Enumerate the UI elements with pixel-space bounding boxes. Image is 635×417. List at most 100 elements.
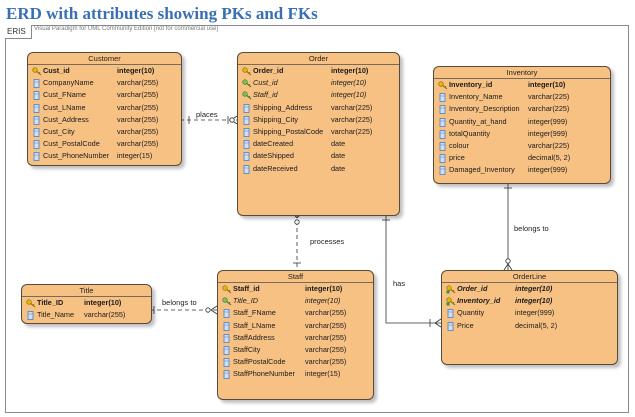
column-icon xyxy=(438,166,448,176)
column-icon xyxy=(242,115,252,125)
attribute-name: dateShipped xyxy=(253,151,294,161)
column-icon xyxy=(32,91,42,101)
column-icon xyxy=(222,309,232,319)
belongs-to-title-label: belongs to xyxy=(162,298,197,307)
attribute-type: date xyxy=(331,151,346,161)
attribute-name: Cust_Address xyxy=(43,114,89,124)
attribute-row[interactable]: CompanyName varchar(255) xyxy=(28,77,181,89)
attribute-row[interactable]: dateReceived date xyxy=(238,163,399,175)
attribute-name: Title_Name xyxy=(37,310,75,320)
attribute-type: integer(10) xyxy=(305,284,343,293)
attribute-name: Cust_PostalCode xyxy=(43,139,100,149)
column-icon xyxy=(222,346,232,355)
attribute-name: Staff_LName xyxy=(233,320,276,330)
column-icon xyxy=(26,311,36,321)
attribute-type: varchar(225) xyxy=(331,102,373,112)
attribute-row[interactable]: Inventory_id integer(10) xyxy=(434,79,610,91)
attribute-row[interactable]: StaffPostalCode varchar(255) xyxy=(218,356,373,368)
column-icon xyxy=(32,128,42,137)
attribute-type: varchar(255) xyxy=(305,357,347,367)
attribute-name: StaffCity xyxy=(233,344,261,354)
attribute-type: varchar(225) xyxy=(528,140,570,150)
attribute-name: Inventory_id xyxy=(449,80,493,89)
attribute-name: Cust_FName xyxy=(43,90,86,100)
column-icon xyxy=(32,103,42,113)
attribute-row[interactable]: Staff_id integer(10) xyxy=(218,283,373,295)
primary-key-icon xyxy=(32,67,42,76)
attribute-name: Staff_id xyxy=(233,284,260,293)
entity-header-inventory: Inventory xyxy=(434,67,610,79)
attribute-name: Damaged_Inventory xyxy=(449,165,515,175)
attribute-type: decimal(5, 2) xyxy=(528,153,571,163)
attribute-type: integer(10) xyxy=(515,296,553,306)
attribute-name: CompanyName xyxy=(43,78,94,88)
attribute-type: integer(10) xyxy=(528,80,566,89)
attribute-name: Shipping_City xyxy=(253,114,299,124)
attribute-type: date xyxy=(331,163,346,173)
column-icon xyxy=(32,152,42,162)
attribute-type: integer(10) xyxy=(331,90,367,100)
attribute-name: Staff_FName xyxy=(233,308,276,318)
primary-foreign-key-icon xyxy=(446,285,456,294)
attribute-type: integer(10) xyxy=(515,284,553,293)
attribute-name: StaffPostalCode xyxy=(233,357,286,367)
column-icon xyxy=(438,93,448,103)
attribute-name: Inventory_Name xyxy=(449,92,503,102)
processes-label: processes xyxy=(310,237,345,246)
attribute-name: StaffAddress xyxy=(233,332,275,342)
attribute-row[interactable]: dateShipped date xyxy=(238,150,399,162)
column-icon xyxy=(242,152,252,162)
column-icon xyxy=(242,128,252,137)
frame-label: ERIS xyxy=(5,25,32,39)
primary-key-icon xyxy=(222,285,232,294)
attribute-type: varchar(255) xyxy=(117,78,159,88)
belongs-to-inventory-label: belongs to xyxy=(514,224,549,233)
attribute-name: Quantity_at_hand xyxy=(449,116,507,126)
attribute-type: varchar(225) xyxy=(331,126,373,136)
watermark: Visual Paradigm for UML Community Editio… xyxy=(34,26,219,32)
primary-key-icon xyxy=(26,299,36,308)
attribute-type: integer(15) xyxy=(305,369,341,379)
attribute-name: dateReceived xyxy=(253,163,298,173)
attribute-name: Order_id xyxy=(253,66,284,75)
